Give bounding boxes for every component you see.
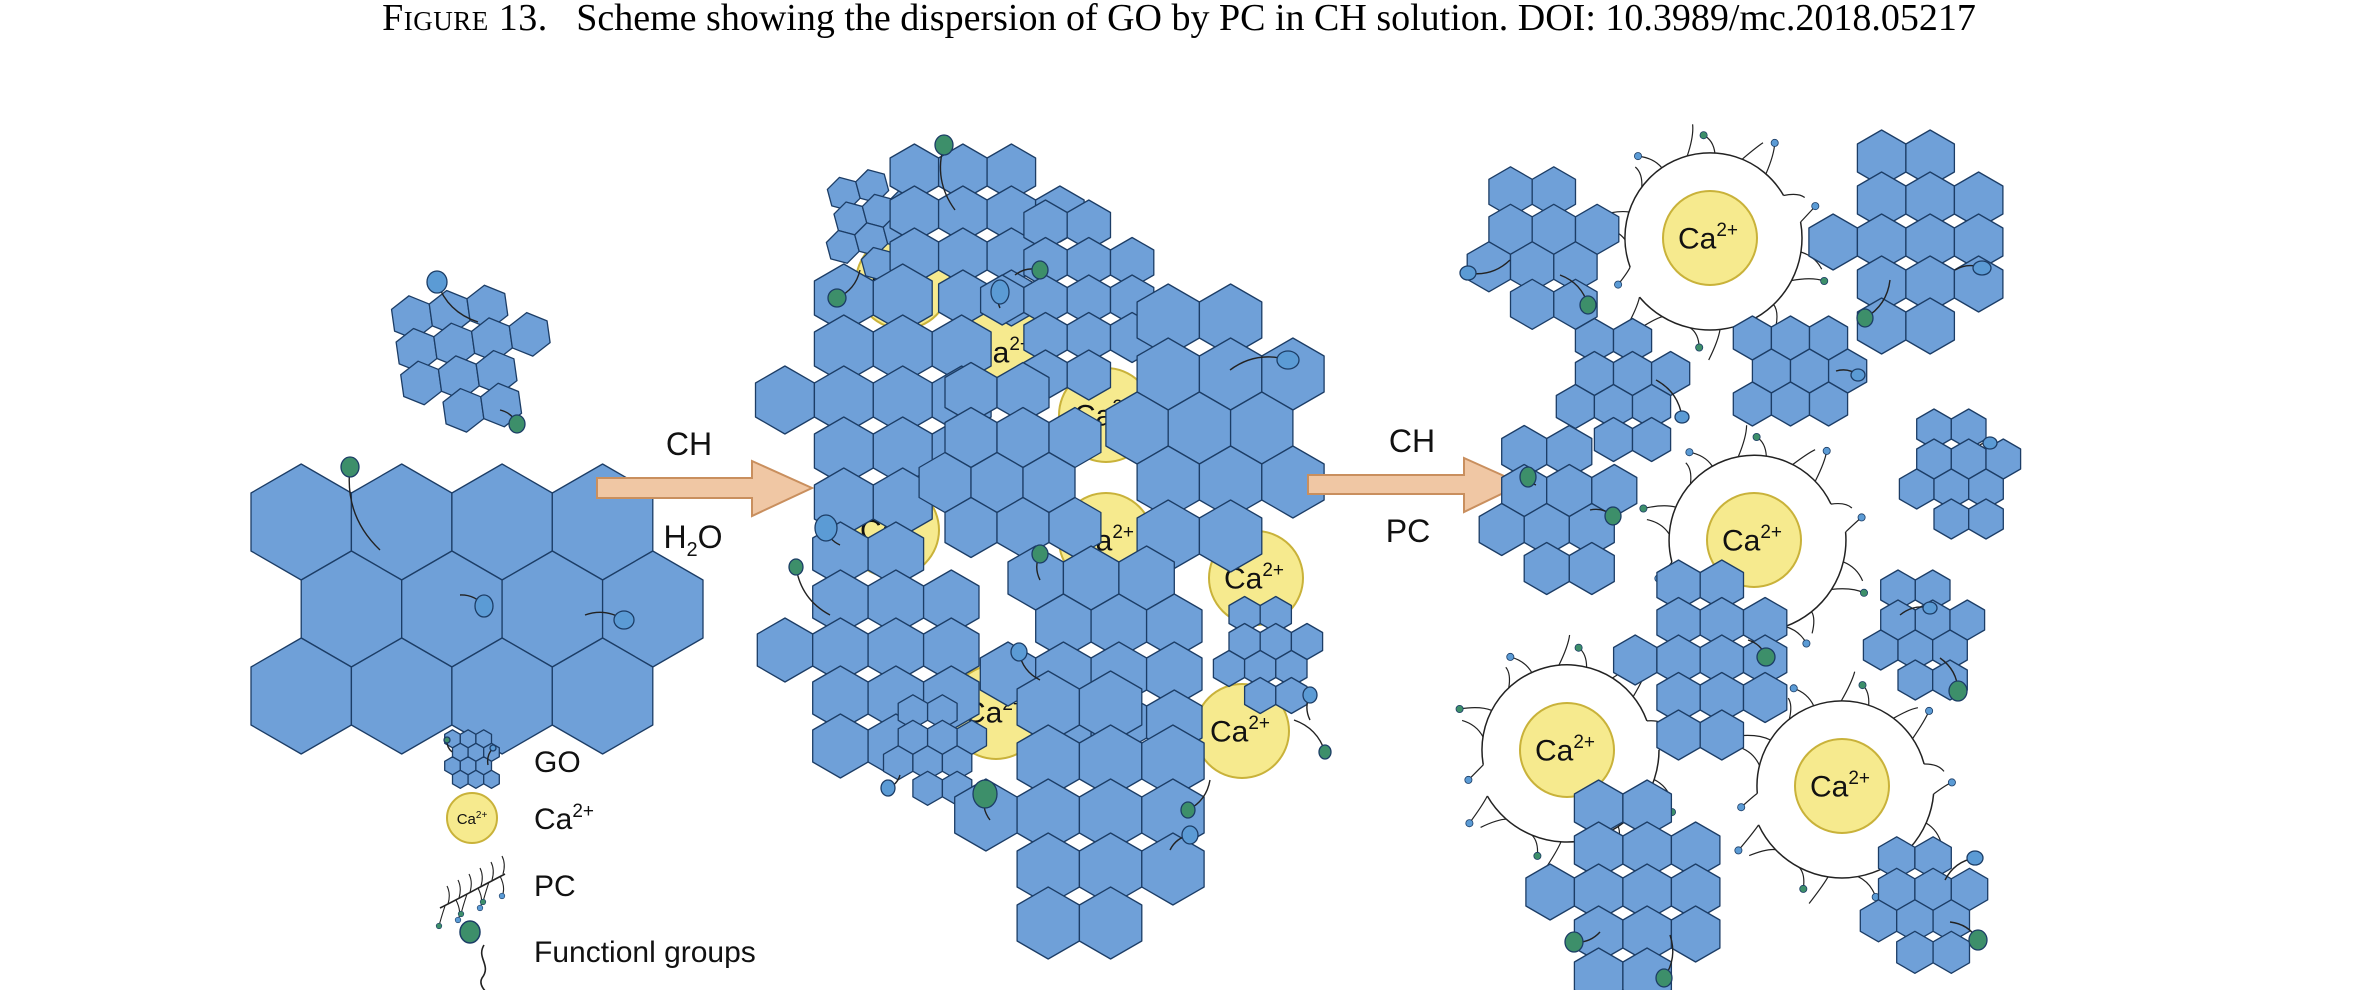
functional-group — [1229, 350, 1300, 371]
functional-group — [1302, 686, 1318, 721]
graphene-oxide-stacked-sheet — [250, 463, 704, 755]
reaction-arrow — [1307, 456, 1525, 514]
functional-group — [1979, 436, 1998, 450]
functional-group — [990, 279, 1010, 309]
graphene-oxide-sheet — [1525, 779, 1721, 990]
functional-group — [1655, 379, 1690, 424]
functional-group — [1014, 260, 1049, 280]
dispersion-scheme: CH H2O Ca2+Ca2+Ca2+Ca2+Ca2+Ca2+Ca2+Ca2+ … — [250, 124, 2022, 990]
reaction-arrow — [596, 459, 815, 518]
legend-functional-group-label: Functionl groups — [534, 936, 756, 969]
legend-calcium-icon: Ca2+ — [446, 792, 498, 844]
graphene-oxide-sheet — [1612, 559, 1788, 761]
functional-group — [1939, 657, 1968, 702]
functional-group — [499, 409, 526, 434]
functional-group — [1169, 825, 1199, 851]
functional-group — [1835, 368, 1866, 382]
functional-group — [459, 594, 494, 618]
functional-group — [584, 610, 635, 630]
calcium-ion: Ca2+ — [1706, 492, 1802, 588]
graphene-oxide-small-sheet — [390, 284, 551, 433]
functional-group — [1589, 506, 1622, 526]
functional-group — [880, 774, 901, 797]
functional-group — [1747, 639, 1776, 667]
legend-calcium-label: Ca2+ — [534, 801, 594, 836]
graphene-oxide-sheet — [1898, 408, 2022, 540]
graphene-oxide-sheet — [889, 143, 1085, 327]
svg-text:Ca2+: Ca2+ — [1535, 732, 1595, 768]
functional-group — [1949, 921, 1988, 951]
functional-group — [934, 134, 956, 211]
caption-text: Scheme showing the dispersion of GO by P… — [576, 0, 1976, 39]
graphene-oxide-sheet — [1862, 569, 1986, 701]
graphene-oxide-sheet — [979, 545, 1203, 755]
functional-group — [426, 270, 479, 323]
functional-group — [827, 269, 861, 308]
figure-caption: Figure 13. Scheme showing the dispersion… — [0, 0, 2358, 60]
functional-group — [814, 514, 841, 546]
arrow-top-label: CH — [1389, 423, 1435, 459]
panel-agglomerated: Ca2+Ca2+Ca2+Ca2+Ca2+Ca2+Ca2+Ca2+ — [754, 134, 1332, 960]
calcium-ion: Ca2+ — [1519, 702, 1615, 798]
graphene-oxide-sheet — [1859, 836, 1989, 974]
panel-dispersed: Ca2+ Ca2+ Ca2+ Ca2+ — [1455, 124, 2022, 990]
arrow-ch-pc: CH PC — [1307, 423, 1525, 549]
functional-group — [443, 736, 453, 753]
graphene-oxide-sheet — [1732, 315, 1868, 427]
graphene-oxide-sheet — [1466, 166, 1620, 330]
functional-group — [1954, 260, 1992, 276]
functional-group — [1899, 601, 1938, 616]
legend-functional-group-icon — [459, 920, 487, 990]
functional-group — [788, 558, 831, 616]
legend-go-label: GO — [534, 746, 581, 779]
calcium-ion: Ca2+ — [1794, 738, 1890, 834]
functional-group — [1180, 779, 1211, 819]
graphene-oxide-sheet — [1808, 129, 2004, 355]
legend-pc-icon — [435, 855, 506, 930]
legend-go-icon — [443, 729, 500, 789]
graphene-oxide-sheet — [1555, 317, 1691, 463]
legend-graphene-oxide — [444, 729, 500, 789]
functional-group — [1856, 279, 1891, 328]
functional-group — [1010, 642, 1041, 681]
graphene-oxide-sheet — [954, 670, 1205, 960]
functional-group — [1519, 466, 1537, 488]
functional-group — [486, 744, 497, 766]
arrow-top-label: CH — [666, 426, 712, 462]
panel-go-sheets — [250, 270, 704, 755]
functional-group — [340, 456, 381, 551]
arrow-bottom-label: PC — [1386, 513, 1430, 549]
functional-group — [1293, 719, 1332, 760]
legend-pc-label: PC — [534, 870, 576, 903]
figure-label: Figure 13. — [382, 0, 548, 39]
graphene-oxide-sheet — [882, 694, 988, 806]
arrow-bottom-label: H2O — [663, 519, 722, 561]
functional-group — [1655, 934, 1674, 988]
functional-group — [1031, 544, 1049, 581]
graphene-oxide-sheet — [1212, 595, 1324, 715]
functional-group — [1459, 259, 1511, 281]
functional-group — [972, 779, 998, 821]
functional-group — [1564, 931, 1601, 953]
legend: GO Ca2+ Ca2+ PC Functionl groups — [435, 729, 756, 990]
graphene-oxide-sheet — [1105, 283, 1325, 573]
calcium-ion: Ca2+ — [1662, 190, 1758, 286]
functional-group — [1559, 274, 1597, 315]
functional-group — [1944, 850, 1984, 881]
graphene-oxide-sheet — [918, 361, 1102, 559]
